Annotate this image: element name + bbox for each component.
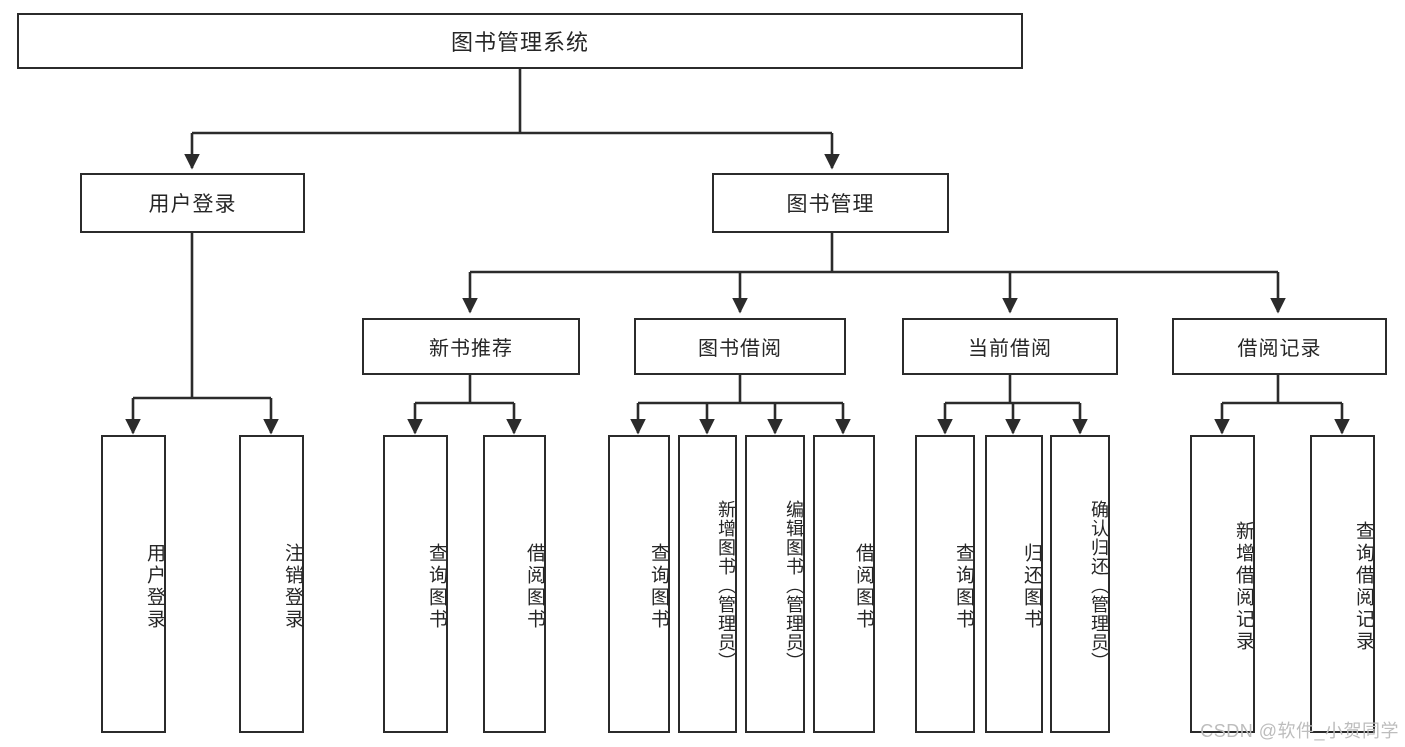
- leaf-current-borrow-return[interactable]: 归还图书: [985, 435, 1043, 733]
- node-book-borrow-label: 图书借阅: [698, 338, 782, 360]
- leaf-user-login-logout[interactable]: 注销登录: [239, 435, 304, 733]
- leaf-book-borrow-query[interactable]: 查询图书: [608, 435, 670, 733]
- node-root[interactable]: 图书管理系统: [17, 13, 1023, 69]
- leaf-label: 新增借阅记录: [1233, 521, 1254, 653]
- node-book-management[interactable]: 图书管理: [712, 173, 949, 233]
- leaf-label: 借阅图书: [524, 543, 545, 631]
- leaf-user-login-login[interactable]: 用户登录: [101, 435, 166, 733]
- leaf-label: 确认归还（管理员）: [1089, 499, 1109, 671]
- leaf-label: 查询图书: [648, 543, 669, 631]
- leaf-label: 查询借阅记录: [1353, 521, 1374, 653]
- node-current-borrow-label: 当前借阅: [968, 338, 1052, 360]
- leaf-book-borrow-edit[interactable]: 编辑图书（管理员）: [745, 435, 805, 733]
- leaf-label: 新增图书（管理员）: [716, 499, 736, 671]
- leaf-new-book-query[interactable]: 查询图书: [383, 435, 448, 733]
- node-book-borrow[interactable]: 图书借阅: [634, 318, 846, 375]
- leaf-label: 用户登录: [144, 543, 165, 631]
- node-root-label: 图书管理系统: [450, 30, 589, 55]
- node-new-book-recommend-label: 新书推荐: [429, 338, 513, 360]
- node-book-management-label: 图书管理: [786, 193, 875, 216]
- leaf-label: 查询图书: [953, 543, 974, 631]
- leaf-label: 编辑图书（管理员）: [784, 499, 804, 671]
- leaf-new-book-borrow[interactable]: 借阅图书: [483, 435, 546, 733]
- node-user-login-label: 用户登录: [148, 193, 237, 216]
- leaf-label: 注销登录: [282, 543, 303, 631]
- node-new-book-recommend[interactable]: 新书推荐: [362, 318, 580, 375]
- node-borrow-record-label: 借阅记录: [1237, 338, 1322, 360]
- leaf-label: 归还图书: [1021, 543, 1042, 631]
- csdn-watermark: CSDN @软件_小贺同学: [1200, 721, 1399, 741]
- leaf-book-borrow-borrow[interactable]: 借阅图书: [813, 435, 875, 733]
- leaf-borrow-record-add[interactable]: 新增借阅记录: [1190, 435, 1255, 733]
- leaf-label: 借阅图书: [853, 543, 874, 631]
- leaf-label: 查询图书: [426, 543, 447, 631]
- leaf-borrow-record-query[interactable]: 查询借阅记录: [1310, 435, 1375, 733]
- leaf-current-borrow-confirm[interactable]: 确认归还（管理员）: [1050, 435, 1110, 733]
- leaf-book-borrow-add[interactable]: 新增图书（管理员）: [678, 435, 737, 733]
- leaf-current-borrow-query[interactable]: 查询图书: [915, 435, 975, 733]
- node-borrow-record[interactable]: 借阅记录: [1172, 318, 1387, 375]
- node-user-login[interactable]: 用户登录: [80, 173, 305, 233]
- node-current-borrow[interactable]: 当前借阅: [902, 318, 1118, 375]
